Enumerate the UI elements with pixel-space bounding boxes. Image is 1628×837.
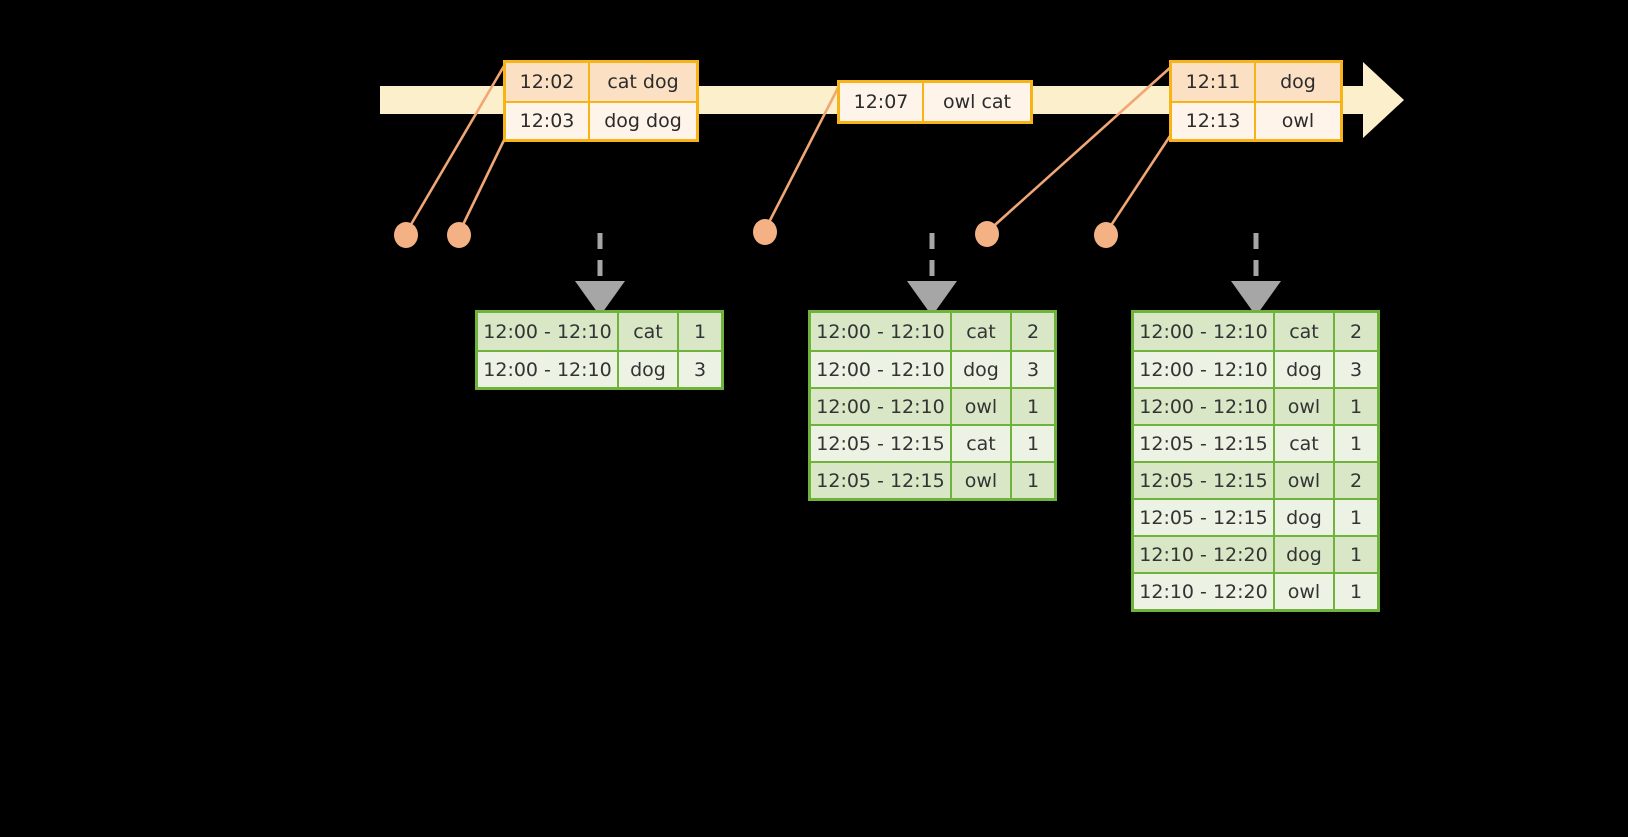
key-cell: dog bbox=[619, 352, 679, 387]
table-row[interactable]: 12:00 - 12:10 cat 1 bbox=[478, 313, 721, 350]
event-dot-1 bbox=[394, 222, 418, 248]
key-cell: cat bbox=[619, 313, 679, 350]
key-cell: dog bbox=[1275, 500, 1335, 535]
emit-arrows bbox=[575, 233, 1281, 316]
key-cell: owl bbox=[952, 463, 1012, 498]
result-table-2[interactable]: 12:00 - 12:10 cat 2 12:00 - 12:10 dog 3 … bbox=[808, 310, 1057, 501]
window-cell: 12:00 - 12:10 bbox=[478, 352, 619, 387]
table-row[interactable]: 12:00 - 12:10 cat 2 bbox=[811, 313, 1054, 350]
key-cell: dog bbox=[1275, 537, 1335, 572]
result-table-3[interactable]: 12:00 - 12:10 cat 2 12:00 - 12:10 dog 3 … bbox=[1131, 310, 1380, 612]
connector-3 bbox=[762, 83, 842, 233]
key-cell: cat bbox=[1275, 313, 1335, 350]
window-cell: 12:05 - 12:15 bbox=[1134, 500, 1275, 535]
key-cell: cat bbox=[952, 313, 1012, 350]
table-row[interactable]: 12:05 - 12:15 cat 1 bbox=[1134, 424, 1377, 461]
event-group-3[interactable]: 12:11 dog 12:13 owl bbox=[1169, 60, 1343, 142]
result-table-1[interactable]: 12:00 - 12:10 cat 1 12:00 - 12:10 dog 3 bbox=[475, 310, 724, 390]
window-cell: 12:00 - 12:10 bbox=[1134, 352, 1275, 387]
event-dot-2 bbox=[447, 222, 471, 248]
event-time: 12:02 bbox=[506, 63, 590, 101]
event-dots bbox=[394, 219, 1118, 248]
count-cell: 3 bbox=[679, 352, 721, 387]
event-row[interactable]: 12:02 cat dog bbox=[506, 63, 696, 101]
window-cell: 12:05 - 12:15 bbox=[1134, 463, 1275, 498]
key-cell: owl bbox=[1275, 574, 1335, 609]
key-cell: owl bbox=[1275, 463, 1335, 498]
count-cell: 2 bbox=[1335, 463, 1377, 498]
window-cell: 12:05 - 12:15 bbox=[811, 463, 952, 498]
event-time: 12:07 bbox=[840, 83, 924, 121]
connector-5 bbox=[1104, 132, 1174, 234]
window-cell: 12:00 - 12:10 bbox=[811, 389, 952, 424]
window-cell: 12:00 - 12:10 bbox=[811, 313, 952, 350]
count-cell: 1 bbox=[1335, 574, 1377, 609]
key-cell: cat bbox=[952, 426, 1012, 461]
window-cell: 12:10 - 12:20 bbox=[1134, 537, 1275, 572]
window-cell: 12:10 - 12:20 bbox=[1134, 574, 1275, 609]
key-cell: owl bbox=[1275, 389, 1335, 424]
table-row[interactable]: 12:00 - 12:10 owl 1 bbox=[811, 387, 1054, 424]
event-row[interactable]: 12:13 owl bbox=[1172, 101, 1340, 139]
event-time: 12:03 bbox=[506, 103, 590, 139]
count-cell: 1 bbox=[1335, 537, 1377, 572]
count-cell: 3 bbox=[1012, 352, 1054, 387]
event-time: 12:11 bbox=[1172, 63, 1256, 101]
event-value: owl cat bbox=[924, 83, 1030, 121]
count-cell: 2 bbox=[1012, 313, 1054, 350]
key-cell: dog bbox=[1275, 352, 1335, 387]
table-row[interactable]: 12:00 - 12:10 dog 3 bbox=[811, 350, 1054, 387]
table-row[interactable]: 12:10 - 12:20 owl 1 bbox=[1134, 572, 1377, 609]
table-row[interactable]: 12:10 - 12:20 dog 1 bbox=[1134, 535, 1377, 572]
table-row[interactable]: 12:00 - 12:10 owl 1 bbox=[1134, 387, 1377, 424]
key-cell: cat bbox=[1275, 426, 1335, 461]
count-cell: 1 bbox=[1335, 389, 1377, 424]
table-row[interactable]: 12:05 - 12:15 owl 2 bbox=[1134, 461, 1377, 498]
key-cell: dog bbox=[952, 352, 1012, 387]
event-row[interactable]: 12:03 dog dog bbox=[506, 101, 696, 139]
table-row[interactable]: 12:05 - 12:15 owl 1 bbox=[811, 461, 1054, 498]
event-group-2[interactable]: 12:07 owl cat bbox=[837, 80, 1033, 124]
event-row[interactable]: 12:07 owl cat bbox=[840, 83, 1030, 121]
count-cell: 1 bbox=[1335, 500, 1377, 535]
count-cell: 1 bbox=[679, 313, 721, 350]
table-row[interactable]: 12:00 - 12:10 dog 3 bbox=[1134, 350, 1377, 387]
event-dot-5 bbox=[1094, 222, 1118, 248]
connector-2 bbox=[457, 135, 508, 234]
count-cell: 1 bbox=[1012, 463, 1054, 498]
table-row[interactable]: 12:00 - 12:10 cat 2 bbox=[1134, 313, 1377, 350]
table-row[interactable]: 12:05 - 12:15 cat 1 bbox=[811, 424, 1054, 461]
event-value: cat dog bbox=[590, 63, 696, 101]
table-row[interactable]: 12:00 - 12:10 dog 3 bbox=[478, 350, 721, 387]
count-cell: 1 bbox=[1012, 389, 1054, 424]
count-cell: 1 bbox=[1012, 426, 1054, 461]
connector-1 bbox=[404, 65, 506, 234]
event-value: dog dog bbox=[590, 103, 696, 139]
window-cell: 12:00 - 12:10 bbox=[811, 352, 952, 387]
event-row[interactable]: 12:11 dog bbox=[1172, 63, 1340, 101]
count-cell: 1 bbox=[1335, 426, 1377, 461]
window-cell: 12:05 - 12:15 bbox=[811, 426, 952, 461]
event-value: dog bbox=[1256, 63, 1340, 101]
key-cell: owl bbox=[952, 389, 1012, 424]
window-cell: 12:00 - 12:10 bbox=[1134, 313, 1275, 350]
event-group-1[interactable]: 12:02 cat dog 12:03 dog dog bbox=[503, 60, 699, 142]
window-cell: 12:00 - 12:10 bbox=[478, 313, 619, 350]
count-cell: 2 bbox=[1335, 313, 1377, 350]
event-value: owl bbox=[1256, 103, 1340, 139]
event-dot-4 bbox=[975, 221, 999, 247]
event-time: 12:13 bbox=[1172, 103, 1256, 139]
table-row[interactable]: 12:05 - 12:15 dog 1 bbox=[1134, 498, 1377, 535]
count-cell: 3 bbox=[1335, 352, 1377, 387]
window-cell: 12:00 - 12:10 bbox=[1134, 389, 1275, 424]
event-dot-3 bbox=[753, 219, 777, 245]
window-cell: 12:05 - 12:15 bbox=[1134, 426, 1275, 461]
